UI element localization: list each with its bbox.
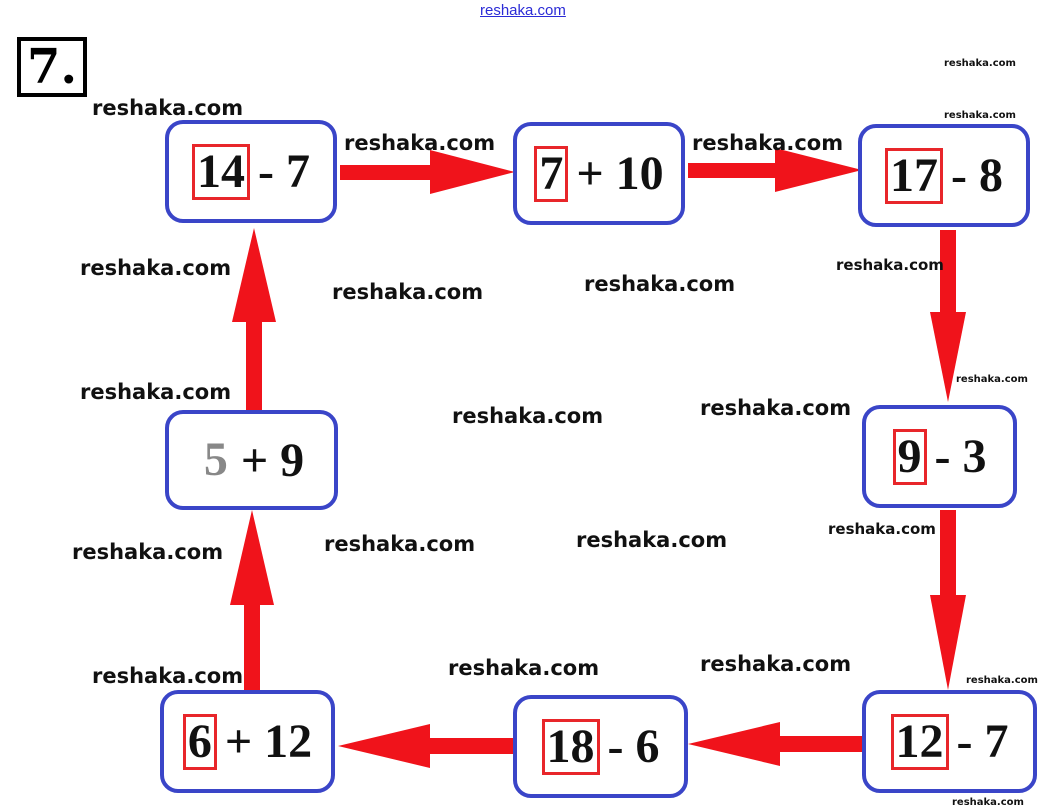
expression-rest: - 7: [956, 715, 1009, 768]
watermark: reshaka.com: [700, 652, 852, 676]
expression-box-5: 12- 7: [862, 690, 1037, 793]
arrow-down-2: [930, 510, 966, 690]
arrow-right-2: [688, 148, 862, 192]
expression-rest: + 9: [240, 433, 305, 487]
highlighted-number: 9: [892, 428, 927, 485]
expression-box-3: 17- 8: [858, 124, 1030, 227]
expression-rest: + 10: [576, 147, 664, 200]
expression-rest: - 3: [934, 430, 987, 483]
watermark: reshaka.com: [966, 675, 1038, 686]
expression-box-7: 6+ 12: [160, 690, 335, 793]
highlighted-number: 5: [203, 433, 228, 486]
arrow-down-1: [930, 230, 966, 402]
arrow-up-2: [232, 228, 276, 412]
watermark: reshaka.com: [324, 532, 476, 556]
expression-rest: - 6: [607, 720, 660, 773]
watermark: reshaka.com: [92, 96, 244, 120]
arrow-up-1: [230, 510, 274, 690]
watermark: reshaka.com: [944, 58, 1016, 69]
highlighted-number: 12: [890, 713, 949, 770]
highlighted-number: 17: [885, 147, 943, 204]
highlighted-number: 6: [182, 713, 217, 770]
watermark: reshaka.com: [828, 520, 936, 538]
watermark: reshaka.com: [92, 664, 244, 688]
highlighted-number: 18: [541, 718, 600, 775]
watermark: reshaka.com: [584, 272, 736, 296]
expression-box-8: 5+ 9: [165, 410, 338, 510]
watermark: reshaka.com: [952, 797, 1024, 808]
arrow-right-1: [340, 150, 515, 194]
watermark: reshaka.com: [692, 131, 844, 155]
watermark: reshaka.com: [452, 404, 604, 428]
watermark: reshaka.com: [332, 280, 484, 304]
expression-box-6: 18- 6: [513, 695, 688, 798]
watermark: reshaka.com: [836, 256, 944, 274]
site-link[interactable]: reshaka.com: [480, 2, 566, 19]
watermark: reshaka.com: [80, 256, 232, 280]
expression-box-2: 7+ 10: [513, 122, 685, 225]
watermark: reshaka.com: [80, 380, 232, 404]
watermark: reshaka.com: [72, 540, 224, 564]
watermark: reshaka.com: [944, 110, 1016, 121]
expression-rest: + 12: [224, 715, 313, 768]
arrow-left-1: [688, 722, 862, 766]
watermark: reshaka.com: [344, 131, 496, 155]
highlighted-number: 14: [192, 143, 250, 200]
highlighted-number: 7: [534, 145, 569, 202]
expression-box-4: 9- 3: [862, 405, 1017, 508]
watermark: reshaka.com: [448, 656, 600, 680]
expression-rest: - 7: [258, 145, 310, 198]
expression-rest: - 8: [951, 149, 1003, 202]
expression-box-1: 14- 7: [165, 120, 337, 223]
task-number: 7.: [17, 37, 87, 97]
watermark: reshaka.com: [956, 374, 1028, 385]
arrow-left-2: [338, 724, 513, 768]
watermark: reshaka.com: [700, 396, 852, 420]
watermark: reshaka.com: [576, 528, 728, 552]
